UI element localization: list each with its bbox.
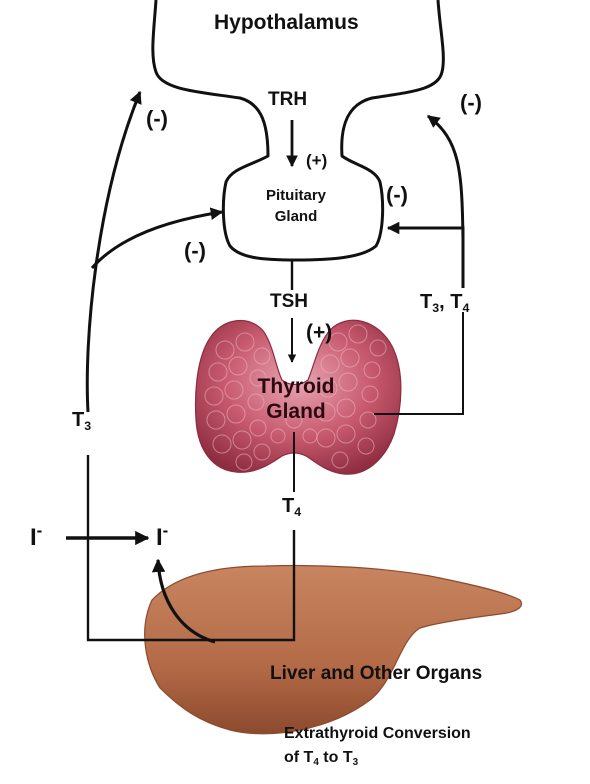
- pituitary-label: Pituitary Gland: [254, 188, 338, 224]
- iodide-left-label: I-: [30, 520, 43, 551]
- trh-plus-sign: (+): [306, 151, 328, 170]
- thyroid-label: Thyroid Gland: [238, 376, 354, 422]
- right-feedback-to-hypothalamus-arrow: [426, 114, 465, 241]
- thyroid-label-line1: Thyroid: [257, 375, 335, 398]
- iodide-right-label: I-: [156, 520, 169, 551]
- right-feedback-to-pituitary-arrow: [386, 221, 465, 288]
- negative-sign-right-mid: (-): [386, 182, 408, 207]
- t3-left-label: T3: [72, 409, 92, 433]
- liver-shape: [144, 564, 523, 735]
- hypothalamus-pituitary-outline: [151, 0, 445, 262]
- left-feedback-to-pituitary-arrow: [90, 207, 224, 269]
- t3-t4-right-label: T3, T4: [420, 291, 470, 315]
- bottom-loop-line: [86, 455, 296, 642]
- right-feedback-line: [374, 312, 464, 415]
- t4-below-thyroid-label: T4: [282, 495, 302, 519]
- hypothalamus-label: Hypothalamus: [214, 11, 359, 34]
- conversion-label: Extrathyroid Conversion of T4 to T3: [284, 725, 471, 769]
- conversion-label-line1: Extrathyroid Conversion: [284, 725, 471, 742]
- deiodination-arrow: [151, 558, 216, 644]
- pituitary-label-line1: Pituitary: [265, 187, 326, 204]
- thyroid-gland-shape: [194, 319, 402, 475]
- negative-sign-right-top: (-): [460, 90, 482, 115]
- thyroid-label-line2: Gland: [266, 400, 326, 423]
- tsh-plus-sign: (+): [306, 321, 333, 344]
- left-feedback-to-hypothalamus-arrow: [85, 90, 142, 413]
- tsh-label: TSH: [270, 291, 308, 312]
- liver-label: Liver and Other Organs: [270, 663, 483, 684]
- trh-label: TRH: [268, 89, 308, 110]
- conversion-label-line2: of T4 to T3: [284, 749, 359, 769]
- pituitary-label-line2: Gland: [274, 208, 318, 225]
- negative-sign-left-mid: (-): [184, 238, 206, 263]
- negative-sign-left-top: (-): [146, 106, 168, 131]
